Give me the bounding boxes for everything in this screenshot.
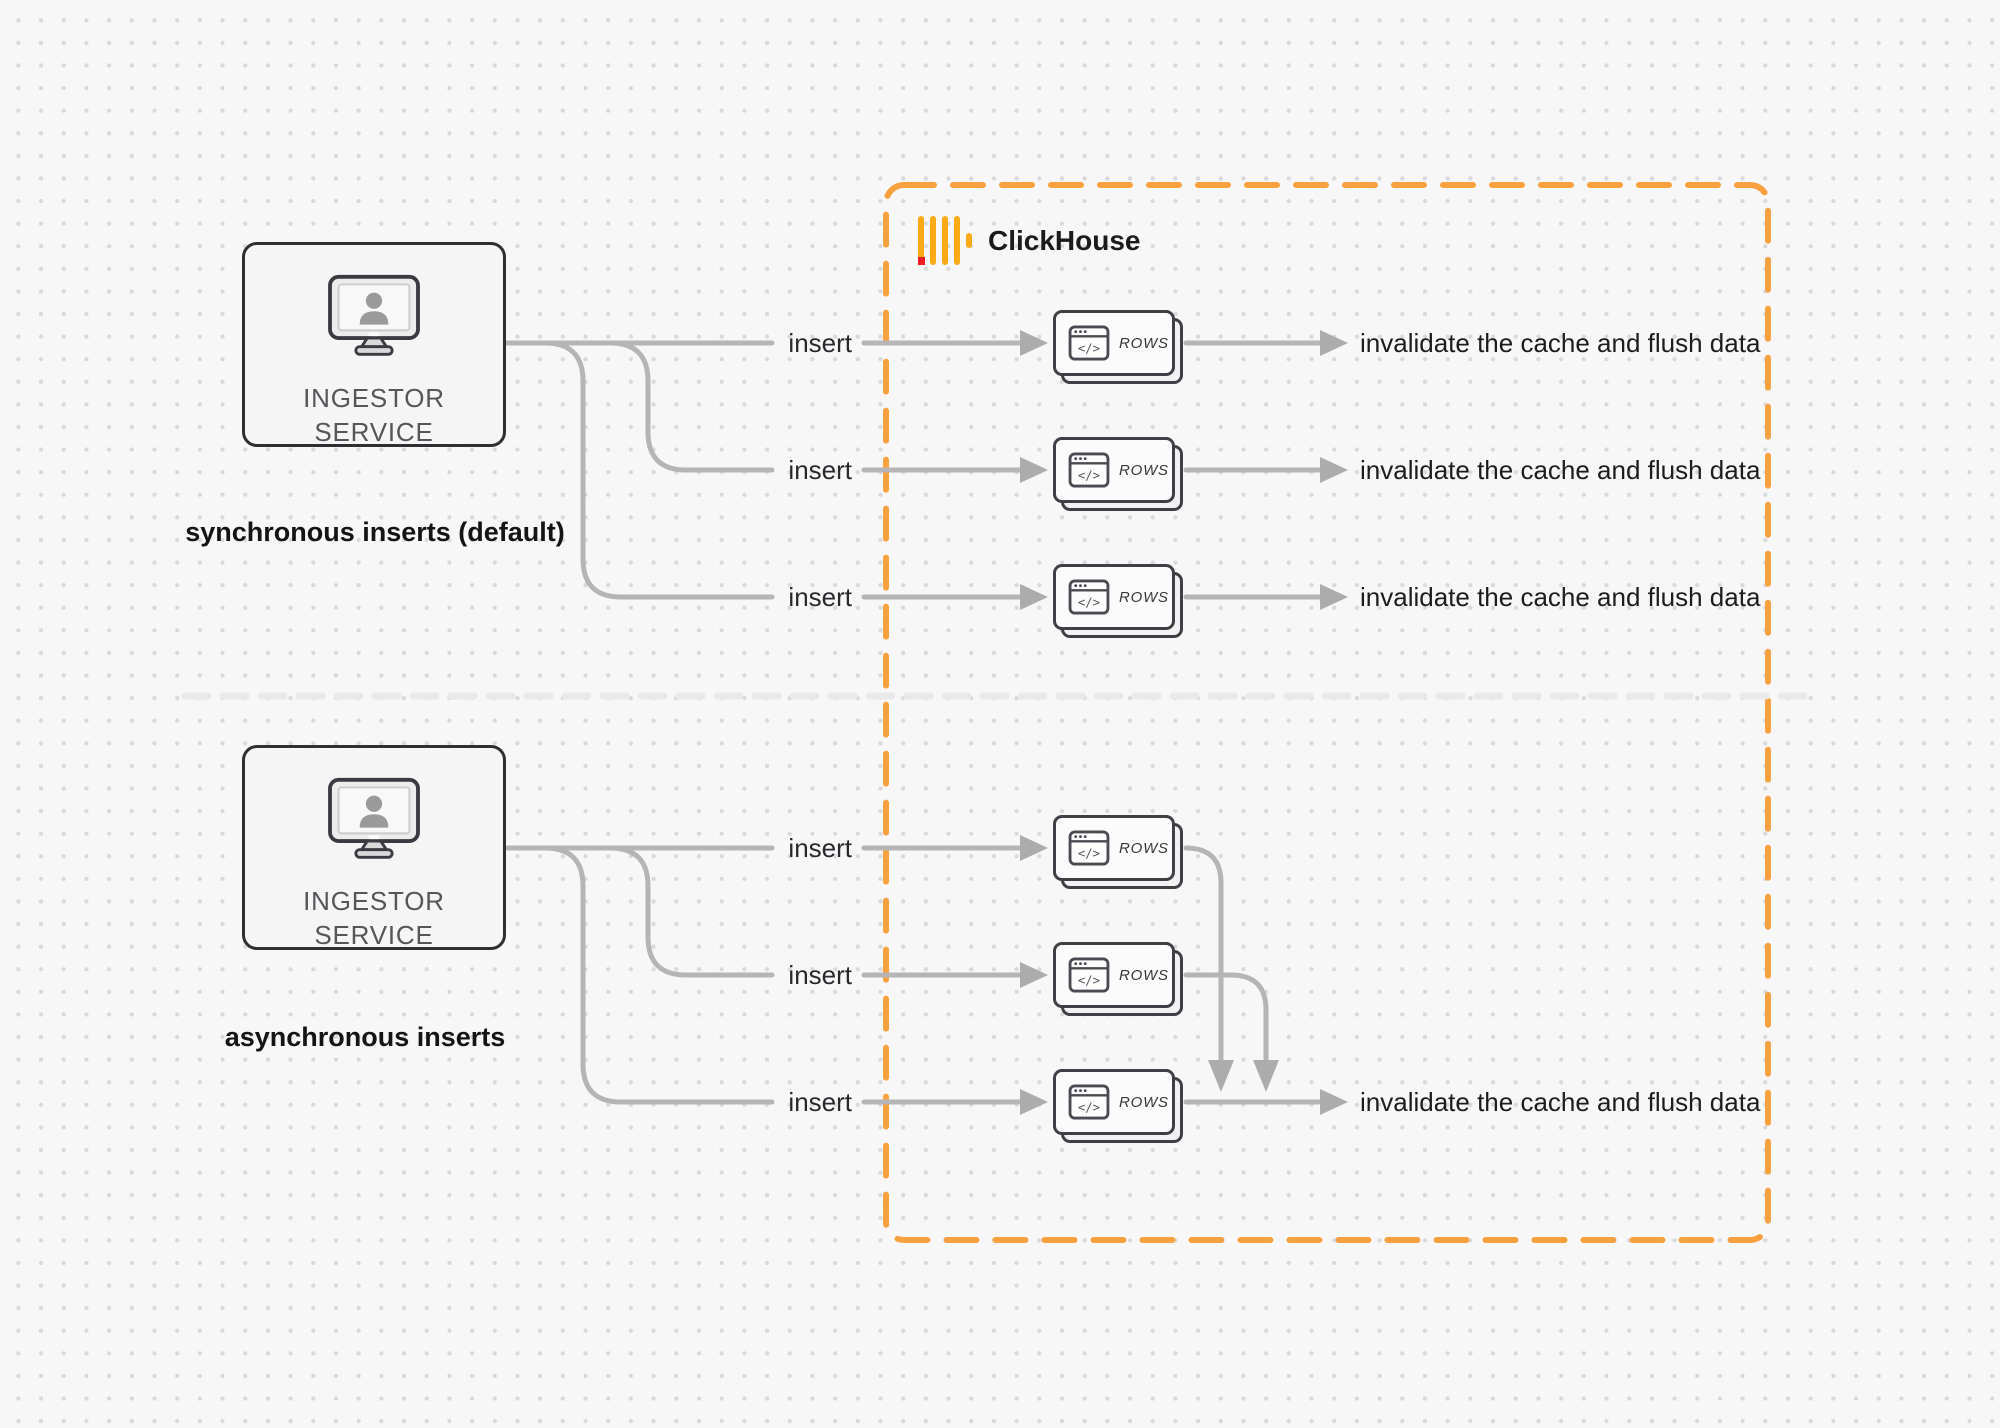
rows-card-label: ROWS (1119, 461, 1169, 479)
arrowhead (1020, 835, 1048, 861)
arrowhead (1320, 584, 1348, 610)
svg-text:</>: </> (1078, 595, 1100, 609)
logo-bar (918, 216, 924, 265)
code-window-icon: </> (1068, 1084, 1110, 1120)
logo-bar (954, 216, 960, 265)
insert-label: insert (788, 582, 852, 612)
code-window-icon: </> (1068, 830, 1110, 866)
rows-card: </> ROWS (1053, 310, 1183, 384)
outcome-label: invalidate the cache and flush data (1360, 582, 1761, 612)
logo-bar (942, 216, 948, 265)
rows-card: </> ROWS (1053, 815, 1183, 889)
arrowhead (1020, 584, 1048, 610)
arrowhead (1020, 962, 1048, 988)
sync-ingestor-box: INGESTOR SERVICE (242, 242, 506, 447)
async-ingestor-box: INGESTOR SERVICE (242, 745, 506, 950)
arrowhead (1020, 1089, 1048, 1115)
arrowhead-down (1208, 1060, 1234, 1092)
async-branch-3 (542, 845, 775, 1105)
arrowhead-down (1253, 1060, 1279, 1092)
svg-text:</>: </> (1078, 468, 1100, 482)
code-window-icon: </> (1068, 452, 1110, 488)
outcome-label: invalidate the cache and flush data (1360, 455, 1761, 485)
insert-label: insert (788, 455, 852, 485)
logo-bar-short (966, 233, 972, 248)
async-arrowheads (1020, 835, 1348, 1115)
svg-text:</>: </> (1078, 846, 1100, 860)
ingestor-service-label: INGESTOR SERVICE (303, 383, 445, 447)
logo-red-accent (917, 257, 925, 265)
arrowhead (1020, 330, 1048, 356)
ingestor-service-label: INGESTOR SERVICE (303, 886, 445, 950)
arrowhead (1320, 1089, 1348, 1115)
outcome-label: invalidate the cache and flush data (1360, 1087, 1761, 1117)
svg-text:</>: </> (1078, 1100, 1100, 1114)
svg-text:</>: </> (1078, 341, 1100, 355)
sync-connectors (504, 340, 1325, 600)
insert-label: insert (788, 960, 852, 990)
clickhouse-brand-name: ClickHouse (988, 225, 1141, 256)
outcome-label: invalidate the cache and flush data (1360, 328, 1761, 358)
insert-label: insert (788, 328, 852, 358)
insert-label: insert (788, 833, 852, 863)
sync-branch-3 (542, 340, 775, 600)
rows-card: </> ROWS (1053, 1069, 1183, 1143)
monitor-user-icon (328, 274, 420, 356)
clickhouse-bars-icon (917, 216, 978, 266)
sync-branch-2 (607, 340, 775, 473)
insert-label: insert (788, 1087, 852, 1117)
code-window-icon: </> (1068, 957, 1110, 993)
clickhouse-panel-border (883, 182, 1771, 1243)
arrowhead (1020, 457, 1048, 483)
sync-caption: synchronous inserts (default) (185, 517, 565, 547)
svg-text:</>: </> (1078, 973, 1100, 987)
rows-card: </> ROWS (1053, 437, 1183, 511)
logo-bar (930, 216, 936, 265)
rows-card: </> ROWS (1053, 942, 1183, 1016)
rows-card: </> ROWS (1053, 564, 1183, 638)
arrowhead (1320, 330, 1348, 356)
async-caption: asynchronous inserts (224, 1022, 506, 1052)
async-branch-2 (607, 845, 775, 978)
rows-card-label: ROWS (1119, 1093, 1169, 1111)
rows-card-label: ROWS (1119, 839, 1169, 857)
async-merge-line-1 (1183, 845, 1224, 1065)
async-connectors (504, 845, 1325, 1105)
rows-card-label: ROWS (1119, 966, 1169, 984)
rows-card-label: ROWS (1119, 588, 1169, 606)
rows-card-label: ROWS (1119, 334, 1169, 352)
async-merge-line-2 (1183, 972, 1269, 1065)
code-window-icon: </> (1068, 325, 1110, 361)
monitor-user-icon (328, 777, 420, 859)
sync-arrowheads (1020, 330, 1348, 610)
code-window-icon: </> (1068, 579, 1110, 615)
arrowhead (1320, 457, 1348, 483)
